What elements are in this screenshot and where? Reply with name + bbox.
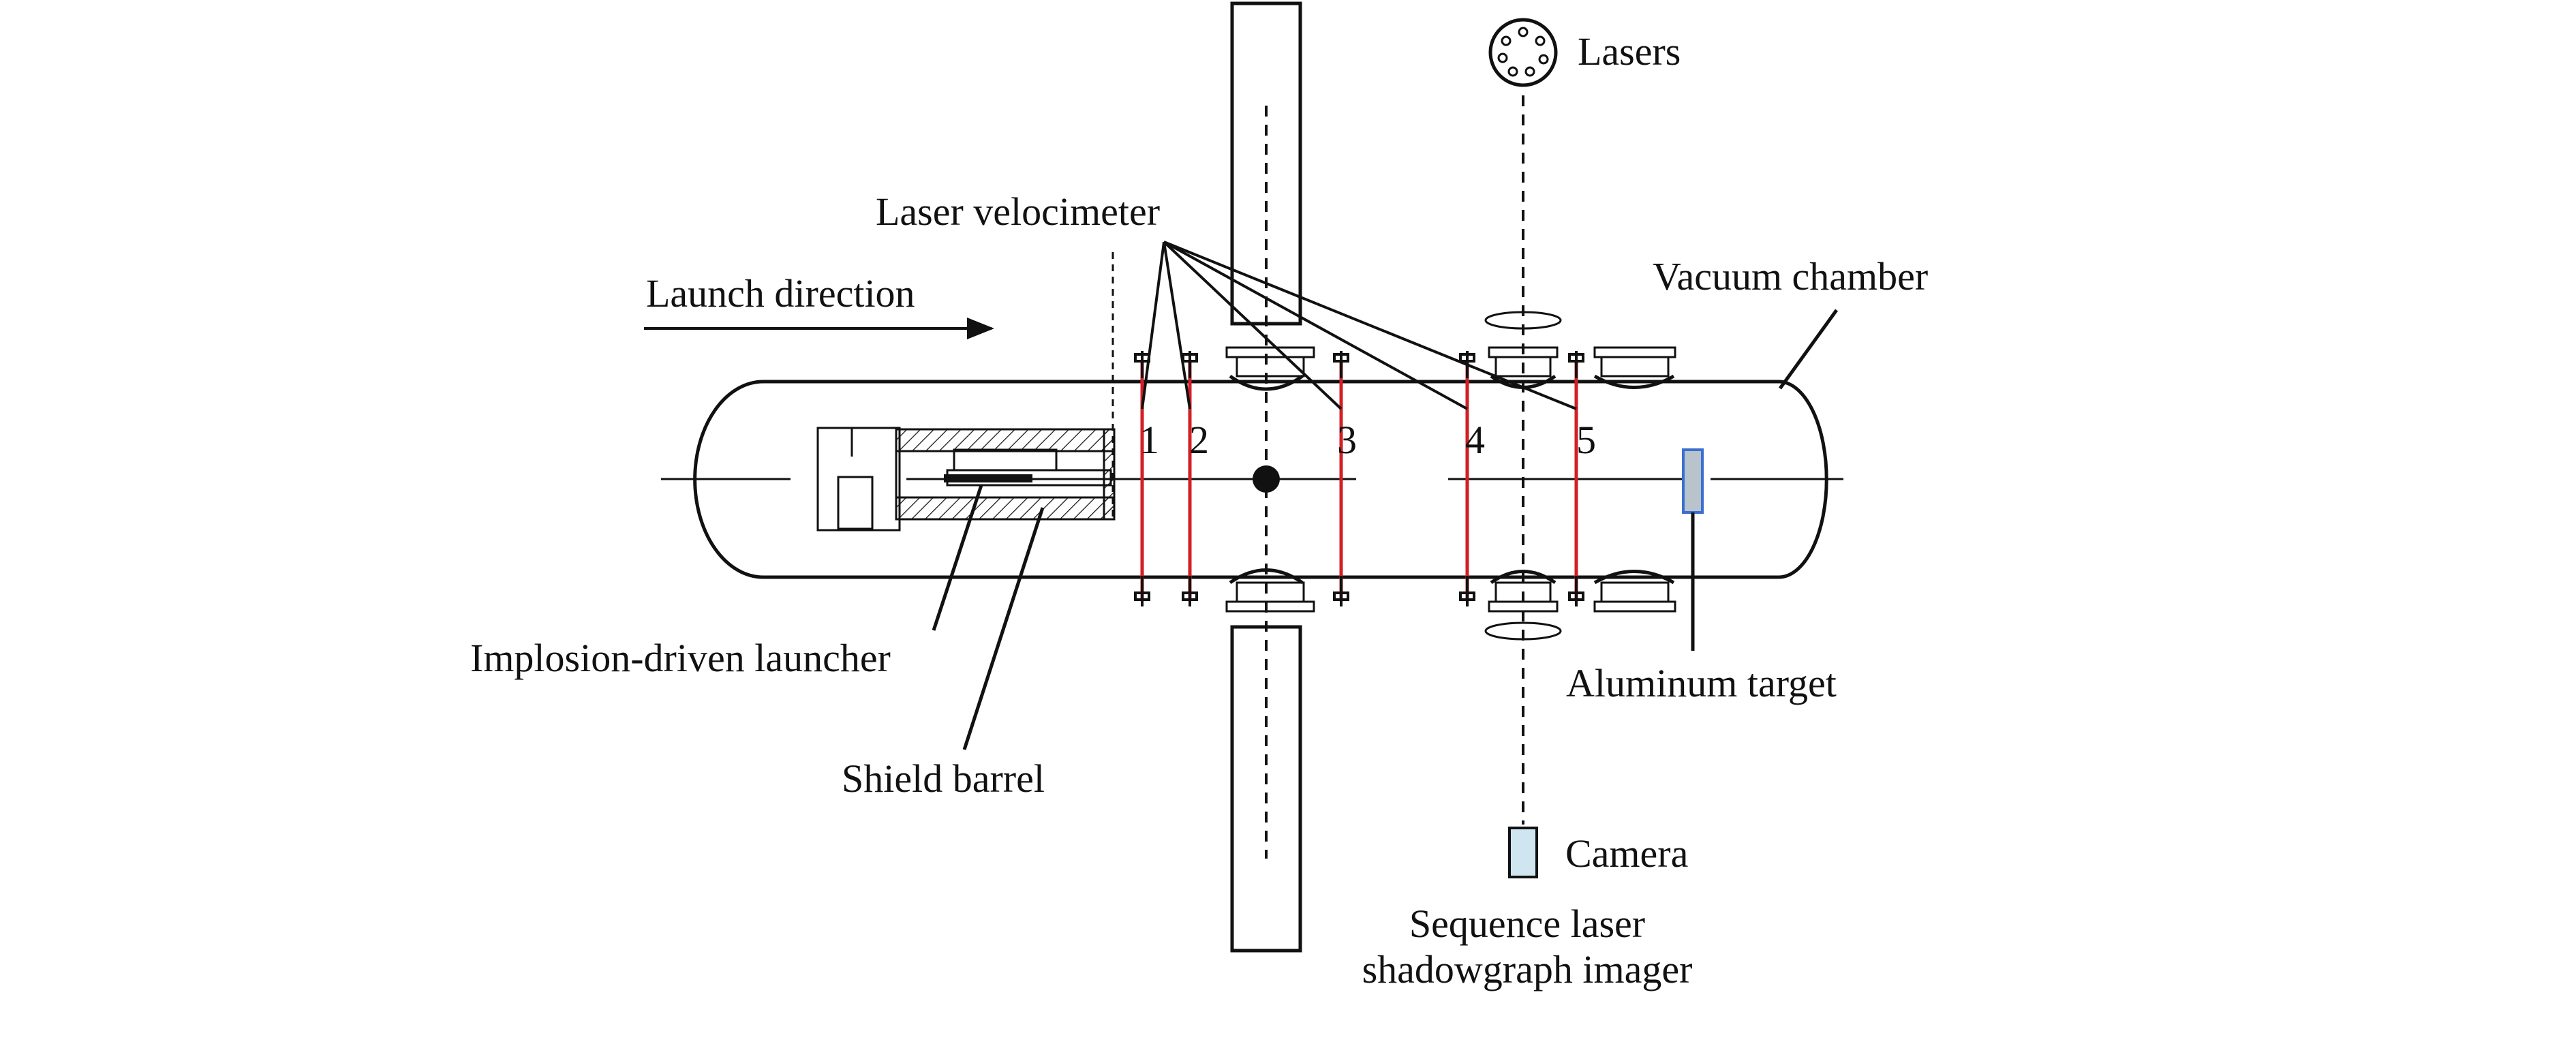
launch-direction-label: Launch direction [646, 271, 915, 316]
vacuum-chamber-label: Vacuum chamber [1653, 254, 1928, 298]
lasers-label: Lasers [1578, 29, 1681, 74]
vacuum-chamber-leader [1778, 309, 1839, 390]
bottom-window-flange-right-2 [1593, 570, 1676, 613]
velocimeter-leader-lines [1141, 241, 1577, 410]
station-1-label: 1 [1139, 418, 1159, 462]
shield-barrel-label: Shield barrel [842, 756, 1045, 801]
station-2-label: 2 [1189, 418, 1209, 462]
camera-label: Camera [1565, 831, 1688, 876]
vacuum-chamber [693, 380, 1828, 579]
aluminum-target-label: Aluminum target [1566, 661, 1837, 705]
lower-window-column [1230, 625, 1302, 953]
station-4-label: 4 [1465, 418, 1485, 462]
station-3-label: 3 [1337, 418, 1357, 462]
launcher-leader [932, 485, 983, 631]
shield-barrel-leader [962, 507, 1045, 750]
imager-label-line1: Sequence laser [1409, 902, 1645, 946]
laser-velocimeter-label: Laser velocimeter [876, 189, 1160, 234]
imager-label-line2: shadowgraph imager [1362, 947, 1693, 991]
velocimeter-beams [1140, 361, 1578, 600]
implosion-driven-launcher-assembly [816, 427, 1116, 532]
lasers-icon [1488, 18, 1558, 87]
bottom-window-flange-left [1225, 568, 1315, 613]
top-window-flange-right-2 [1593, 346, 1676, 389]
top-window-flange-left [1225, 346, 1315, 391]
aluminum-target [1682, 448, 1704, 514]
implosion-driven-launcher-label: Implosion-driven launcher [470, 636, 891, 680]
projectile-point [1253, 465, 1280, 493]
camera-icon [1508, 827, 1538, 878]
station-5-label: 5 [1576, 418, 1596, 462]
